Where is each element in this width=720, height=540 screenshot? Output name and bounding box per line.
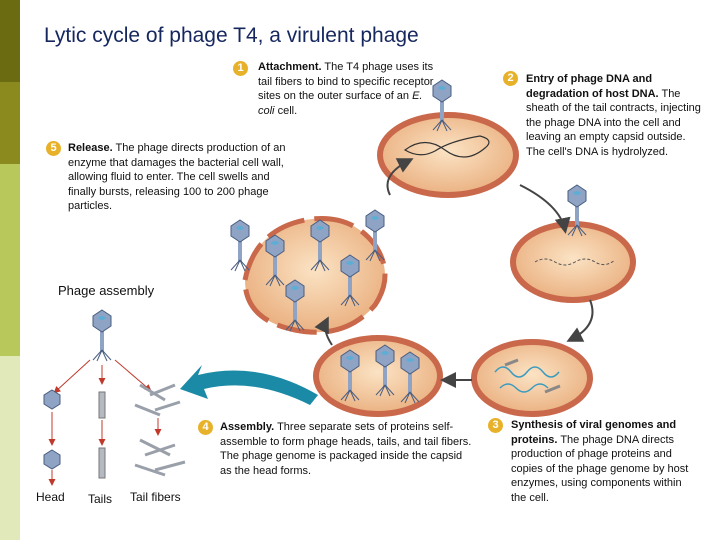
step-body: The T4 phage uses its tail fibers to bin…	[258, 61, 434, 103]
cell-attachment	[377, 78, 519, 198]
step-heading: Assembly.	[220, 421, 275, 433]
step-entry-text: Entry of phage DNA and degradation of ho…	[526, 72, 701, 160]
cycle-arrow	[519, 184, 571, 234]
sidebar-band	[0, 164, 20, 356]
step-release-text: Release. The phage directs production of…	[68, 141, 290, 214]
cycle-arrow	[566, 299, 594, 342]
cell-assembly	[313, 335, 443, 417]
step-badge-5: 5	[46, 141, 61, 156]
sidebar-band	[0, 0, 20, 82]
sidebar-band	[0, 82, 20, 164]
step-synthesis-text: Synthesis of viral genomes and proteins.…	[511, 418, 691, 506]
step-body-italic: E. coli	[258, 90, 423, 117]
step-body: The sheath of the tail contracts, inject…	[526, 87, 701, 158]
step-body: Three separate sets of proteins self-ass…	[220, 421, 472, 477]
step-body: The phage DNA directs production of phag…	[511, 433, 689, 504]
cycle-arrow	[314, 316, 333, 346]
phage-icon	[91, 308, 113, 363]
step-badge-1: 1	[233, 61, 248, 76]
sidebar-decoration	[0, 0, 20, 540]
cell-entry	[510, 183, 636, 303]
cell-release	[229, 208, 388, 335]
step-body-tail: cell.	[274, 104, 298, 117]
tail-fibers-label: Tail fibers	[130, 490, 181, 504]
tails-label: Tails	[88, 492, 113, 506]
page-title: Lytic cycle of phage T4, a virulent phag…	[44, 24, 419, 47]
phage-assembly-illustration	[43, 308, 186, 486]
step-heading: Entry of phage DNA and degradation of ho…	[526, 73, 659, 100]
step-badge-2: 2	[503, 71, 518, 86]
step-badge-3: 3	[488, 418, 503, 433]
head-label: Head	[36, 490, 65, 504]
step-attachment-text: Attachment. The T4 phage uses its tail f…	[258, 60, 438, 118]
step-badge-4: 4	[198, 420, 213, 435]
phage-icon	[229, 218, 251, 273]
phage-assembly-label: Phage assembly	[58, 283, 155, 298]
step-heading: Attachment.	[258, 61, 322, 73]
assembly-arrow-icon	[180, 365, 318, 405]
step-heading: Synthesis of viral genomes and proteins.	[511, 419, 677, 446]
step-body: The phage directs production of an enzym…	[68, 142, 286, 213]
step-assembly-text: Assembly. Three separate sets of protein…	[220, 420, 475, 478]
cycle-arrow	[386, 158, 414, 196]
sidebar-band	[0, 356, 20, 540]
step-heading: Release.	[68, 142, 113, 154]
cell-synthesis	[471, 339, 593, 417]
